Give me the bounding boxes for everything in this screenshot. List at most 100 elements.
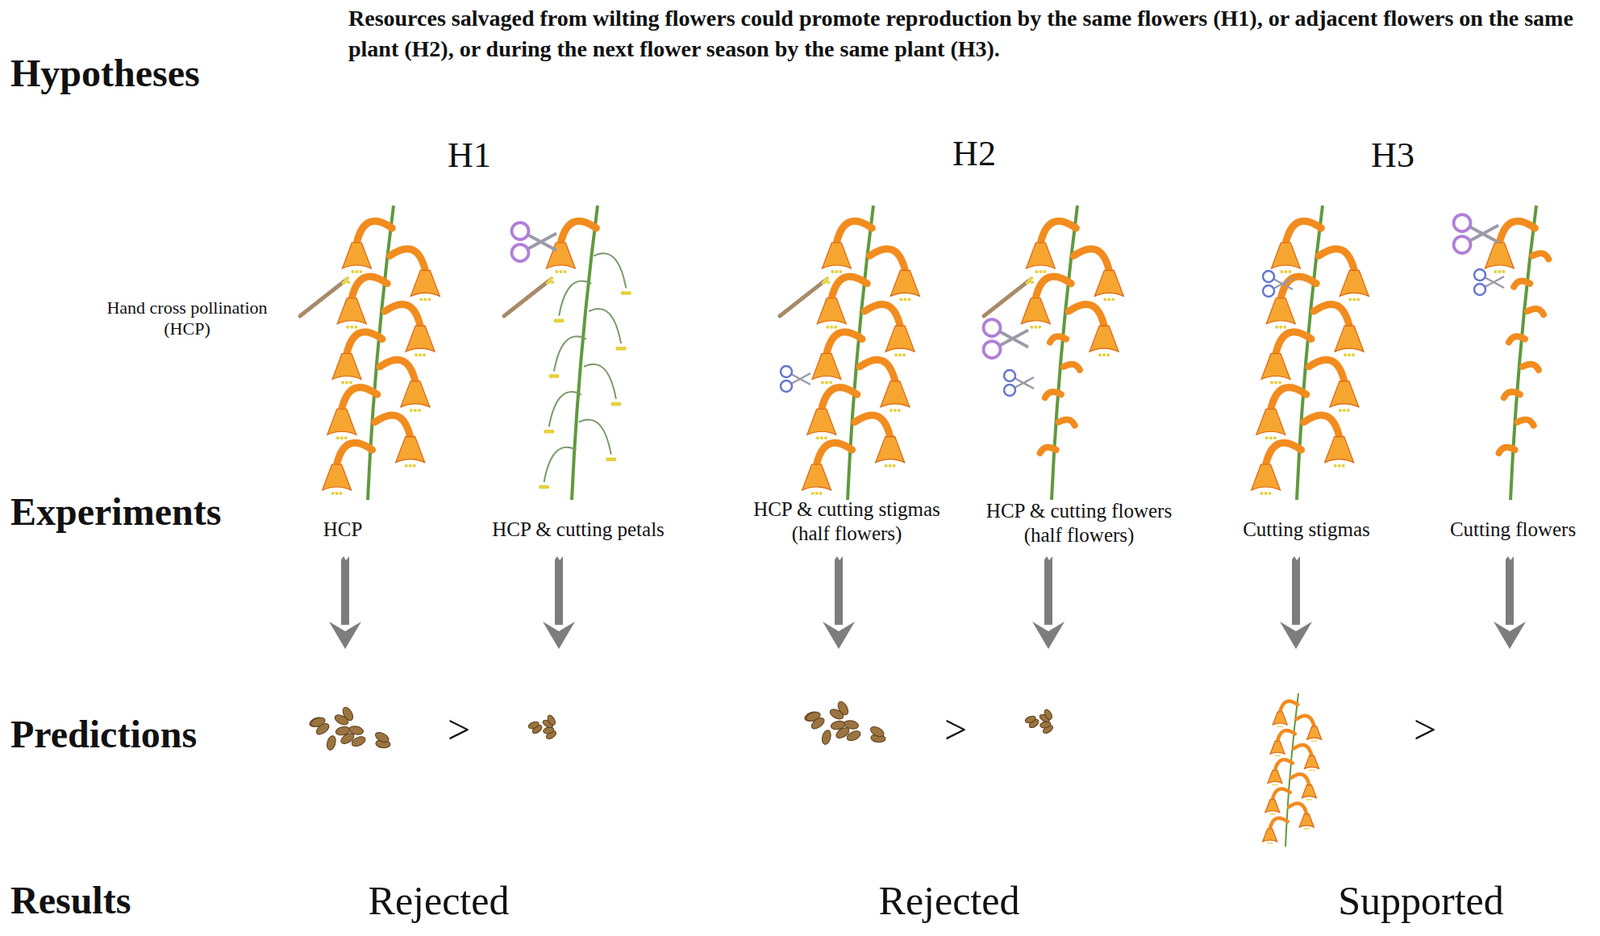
inflorescence	[1484, 205, 1549, 500]
anther	[616, 401, 621, 406]
pollination-brush	[341, 281, 346, 285]
scissors-icon	[780, 380, 792, 392]
anther	[1493, 270, 1497, 274]
flower-tube	[821, 387, 858, 410]
flower-tube	[854, 415, 891, 438]
scissors-icon	[1014, 378, 1034, 389]
flower-bell	[1025, 242, 1055, 269]
scissors-icon	[1262, 270, 1275, 283]
anther	[1264, 491, 1268, 496]
hypothesis-label: H3	[1344, 133, 1442, 177]
experiment-label: HCP & cutting stigmas (half flowers)	[737, 497, 956, 546]
scissors-icon	[1454, 236, 1471, 254]
comparison-sign: >	[434, 705, 484, 755]
anther	[554, 270, 559, 274]
flower-bell	[1329, 381, 1359, 408]
inflorescence	[1020, 205, 1124, 500]
pollination-brush	[345, 276, 350, 280]
anther	[1037, 325, 1042, 330]
anther	[1038, 270, 1042, 274]
flower-tube	[864, 304, 900, 326]
scissors-icon	[1469, 225, 1499, 242]
flower-tube	[1294, 745, 1313, 756]
pollination-brush	[825, 276, 830, 280]
flower-bell	[1272, 712, 1288, 725]
result-label: Rejected	[317, 876, 560, 925]
anther	[1342, 408, 1346, 413]
anther	[1308, 828, 1310, 830]
anther	[423, 297, 427, 301]
anther	[1269, 842, 1271, 845]
anther	[404, 464, 409, 468]
scissors-icon	[983, 319, 1001, 337]
scissors-icon	[1454, 214, 1471, 232]
down-arrow	[1279, 621, 1313, 650]
anther	[345, 381, 349, 385]
anther	[1102, 353, 1106, 357]
anther	[1106, 353, 1110, 357]
flower-tube	[375, 415, 411, 438]
anther	[340, 436, 344, 440]
pollination-brush	[550, 280, 555, 284]
anther	[1042, 270, 1046, 274]
flower-stub	[1532, 253, 1549, 259]
flower-tube	[1288, 804, 1307, 815]
anther	[892, 464, 896, 468]
pollination-brush	[300, 276, 350, 317]
flower-stub	[1045, 391, 1062, 398]
anther	[349, 381, 353, 385]
result-label: Rejected	[828, 876, 1071, 925]
anther	[815, 491, 819, 496]
flower-bell	[1270, 741, 1285, 755]
scissors-icon	[1484, 276, 1505, 288]
anther	[907, 297, 911, 301]
flower-bell	[400, 381, 430, 408]
anther	[833, 325, 838, 330]
flower-bell	[1484, 242, 1514, 269]
scissors-icon	[780, 366, 792, 378]
anther	[1033, 325, 1038, 330]
scissors-icon	[983, 341, 1001, 359]
flower-bell	[821, 242, 851, 269]
flower-bell	[1299, 814, 1314, 828]
flower-bell	[337, 298, 367, 325]
scissors-icon	[1004, 370, 1016, 382]
pollination-brush	[550, 276, 554, 280]
seed-pile	[1024, 715, 1037, 725]
hypothesis-label: H1	[420, 133, 518, 177]
flower-bell	[1301, 785, 1317, 799]
flower-tube	[826, 332, 863, 355]
pollination-brush	[779, 276, 830, 317]
down-arrow	[1493, 556, 1526, 650]
anther	[1275, 325, 1279, 330]
seed-pile	[1024, 708, 1055, 736]
seed-pile	[527, 714, 558, 742]
experiment-label: HCP	[262, 517, 424, 542]
seed-pile	[350, 734, 367, 749]
anther	[1029, 325, 1034, 330]
flower-bell	[410, 270, 440, 296]
scissors-icon	[983, 319, 1030, 359]
flower-bell	[1325, 437, 1355, 463]
experiment-label: Cutting stigmas	[1213, 517, 1400, 542]
flower-bell	[1307, 726, 1322, 740]
anther	[894, 353, 898, 357]
seed-pile	[836, 700, 851, 717]
flower-tube	[1035, 276, 1071, 299]
seed-pile	[845, 729, 863, 743]
anther	[1308, 769, 1311, 771]
flower-bell	[332, 354, 362, 380]
flower-tube	[1270, 387, 1307, 410]
flower-tube	[389, 249, 425, 271]
anther	[1279, 754, 1281, 757]
anther	[414, 353, 418, 357]
anther	[344, 436, 348, 440]
anther	[820, 436, 824, 440]
flower-tube	[560, 220, 596, 243]
anther	[1311, 740, 1313, 742]
inflorescence	[1251, 205, 1370, 500]
pollination-brush	[504, 280, 550, 317]
flower-bell	[816, 298, 846, 325]
down-arrow	[1505, 556, 1514, 625]
seed-pile	[545, 714, 557, 727]
